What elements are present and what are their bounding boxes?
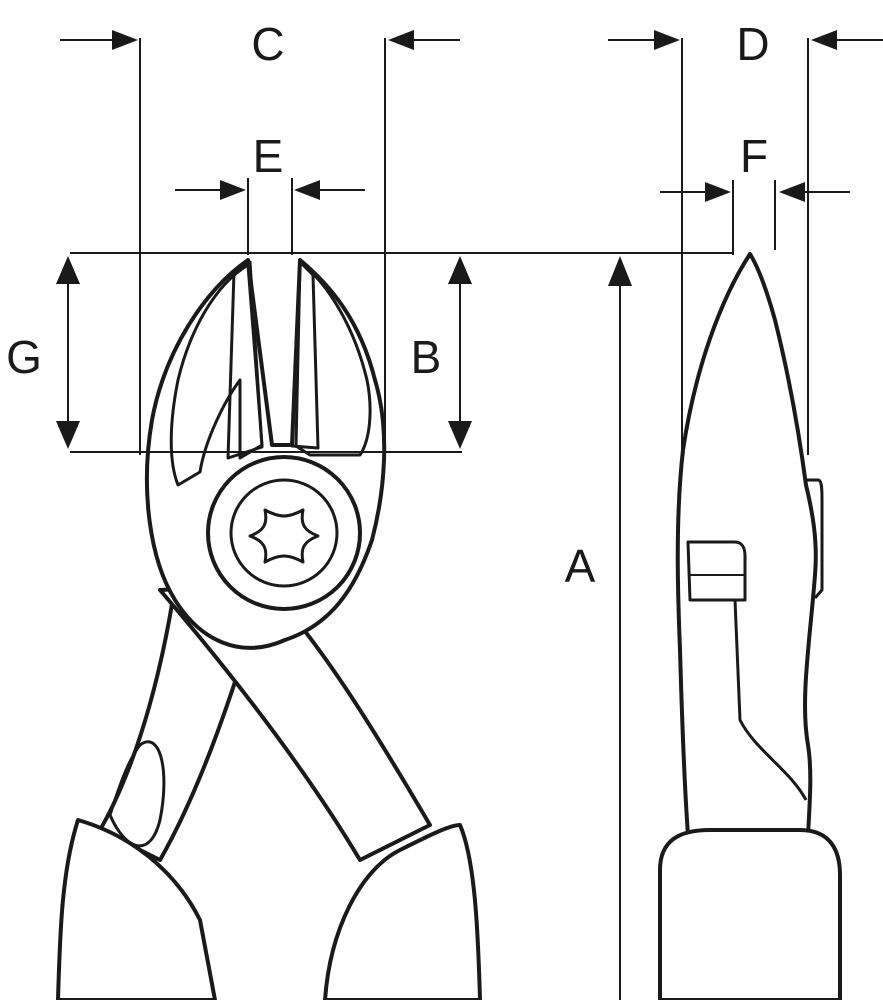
dim-d-arrow-right bbox=[811, 30, 837, 50]
label-g: G bbox=[6, 331, 42, 383]
label-e: E bbox=[253, 130, 284, 182]
side-pivot-bracket bbox=[686, 540, 747, 602]
dim-f-arrow-left bbox=[705, 182, 731, 202]
dim-c-arrow-left bbox=[112, 30, 138, 50]
dim-g-arrow-bottom bbox=[56, 421, 80, 449]
label-d: D bbox=[736, 18, 769, 70]
pliers-front-view bbox=[56, 258, 482, 1000]
right-handle bbox=[158, 583, 432, 862]
pliers-side-view bbox=[658, 252, 842, 1000]
left-jaw-blade bbox=[226, 260, 264, 460]
dim-f-arrow-right bbox=[779, 182, 805, 202]
dim-b-arrow-top bbox=[448, 256, 472, 284]
dim-g-arrow-top bbox=[56, 256, 80, 284]
side-rivet-plate bbox=[806, 478, 824, 599]
side-grip bbox=[658, 828, 842, 1000]
label-a: A bbox=[565, 540, 596, 592]
handle-cutout bbox=[108, 740, 166, 848]
torx-screw-icon bbox=[248, 508, 320, 564]
pivot-mid-ring bbox=[229, 478, 339, 588]
dim-c-arrow-right bbox=[388, 30, 414, 50]
dimension-lines bbox=[56, 30, 883, 1000]
dim-d-arrow-left bbox=[654, 30, 680, 50]
label-b: B bbox=[411, 331, 442, 383]
side-inner-contour bbox=[733, 599, 808, 801]
dimension-labels: C E G B A D F bbox=[6, 18, 770, 592]
label-f: F bbox=[740, 130, 768, 182]
left-grip bbox=[56, 818, 217, 1000]
dim-a-arrow-top bbox=[608, 256, 632, 286]
dim-b-arrow-bottom bbox=[448, 421, 472, 449]
label-c: C bbox=[251, 18, 284, 70]
dim-e-arrow-right bbox=[294, 180, 320, 200]
dim-e-arrow-left bbox=[220, 180, 246, 200]
side-body bbox=[675, 252, 818, 837]
right-jaw-blade bbox=[290, 260, 320, 450]
right-grip bbox=[323, 823, 482, 1000]
